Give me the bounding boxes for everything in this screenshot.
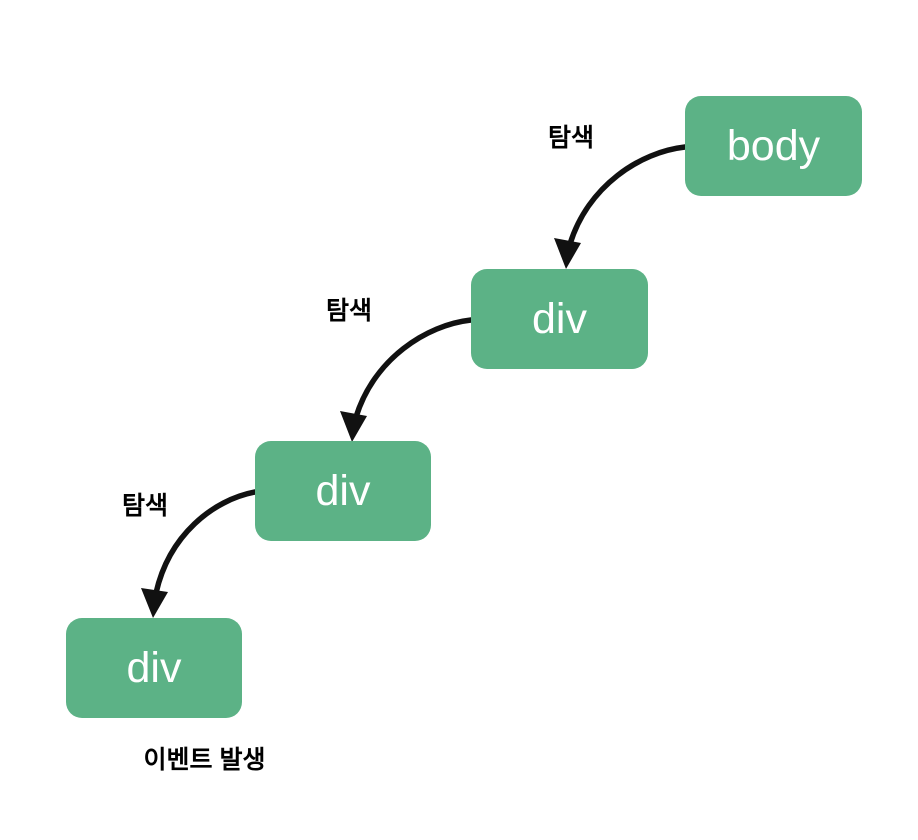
edge-body-div1 [554,144,688,269]
edge-label-body-div1: 탐색 [548,124,595,152]
node-div-3[interactable]: div [66,618,242,718]
edge-label-div1-div2: 탐색 [326,297,373,325]
edge-div2-div3 [141,489,258,618]
node-div-1[interactable]: div [471,269,648,369]
node-div-3-label: div [126,643,182,692]
edge-div1-div2 [340,317,474,442]
node-body-label: body [726,121,821,170]
node-div-2[interactable]: div [255,441,431,541]
node-body[interactable]: body [685,96,862,196]
edge-label-div2-div3: 탐색 [122,492,169,520]
node-div-2-label: div [315,466,371,515]
event-origin-caption: 이벤트 발생 [143,746,266,774]
node-div-1-label: div [532,294,587,343]
